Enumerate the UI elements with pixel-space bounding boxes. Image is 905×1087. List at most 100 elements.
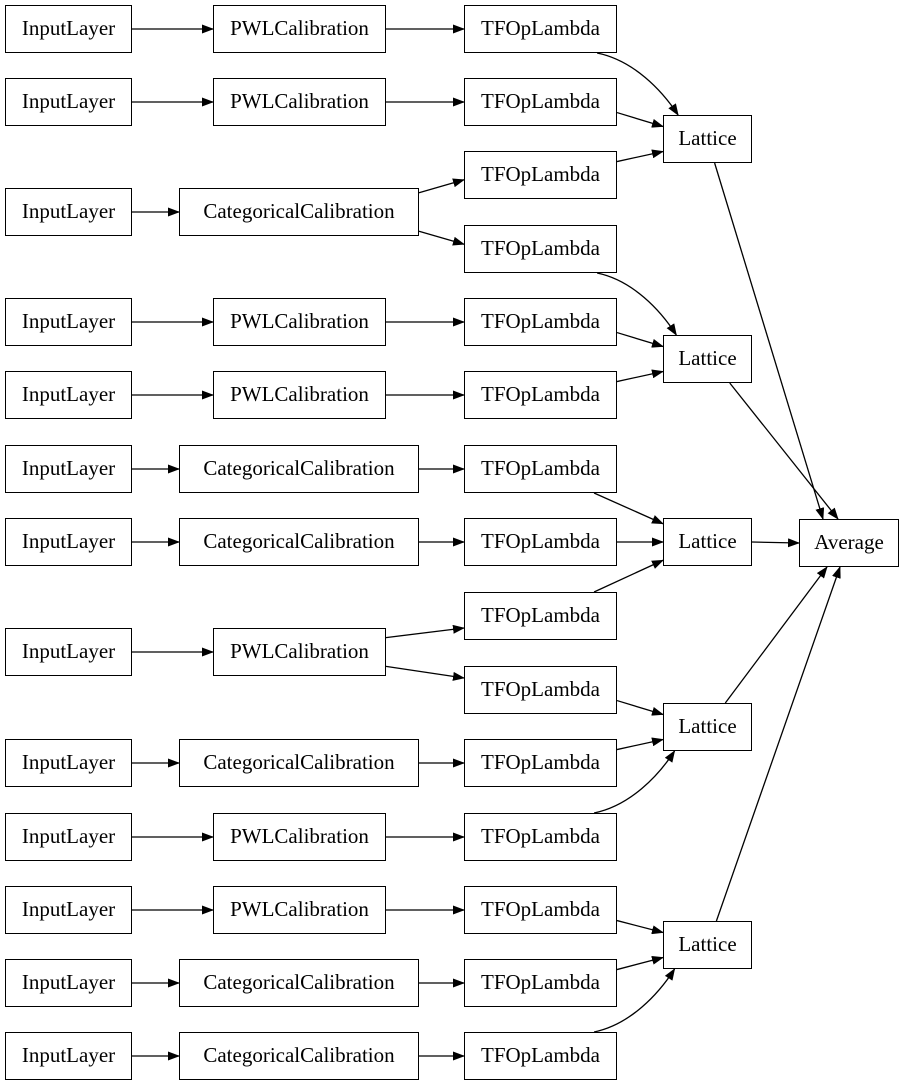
- node-label: PWLCalibration: [230, 308, 369, 333]
- edge-tf1-to-lat1: [596, 52, 679, 116]
- node-lattice-lat5: Lattice: [663, 921, 752, 969]
- node-label: InputLayer: [21, 308, 116, 333]
- node-label: InputLayer: [21, 381, 116, 406]
- node-label: TFOpLambda: [481, 528, 600, 553]
- node-label: TFOpLambda: [481, 88, 600, 113]
- node-inputlayer-in10: InputLayer: [5, 813, 132, 861]
- node-tfoplambda-tf12: TFOpLambda: [464, 813, 617, 861]
- node-label: PWLCalibration: [230, 823, 369, 848]
- node-label: CategoricalCalibration: [203, 528, 395, 553]
- node-label: Lattice: [678, 125, 737, 150]
- edge-lat5-to-avg: [715, 566, 841, 922]
- node-inputlayer-in6: InputLayer: [5, 445, 132, 493]
- edge-tf9-to-lat3: [593, 559, 664, 593]
- node-label: TFOpLambda: [481, 823, 600, 848]
- node-inputlayer-in4: InputLayer: [5, 298, 132, 346]
- node-label: InputLayer: [21, 198, 116, 223]
- edge-tf4-to-lat2: [596, 272, 677, 336]
- edge-tf7-to-lat3: [593, 492, 664, 525]
- edge-tf3-to-lat1: [616, 149, 664, 163]
- node-lattice-lat3: Lattice: [663, 518, 752, 566]
- node-tfoplambda-tf13: TFOpLambda: [464, 886, 617, 934]
- node-pwlcalibration-pwl2: PWLCalibration: [213, 78, 386, 126]
- edge-cat1-to-tf4: [418, 230, 465, 246]
- node-pwlcalibration-pwl3: PWLCalibration: [213, 298, 386, 346]
- node-inputlayer-in8: InputLayer: [5, 628, 132, 676]
- edge-tf13-to-lat5: [616, 919, 664, 935]
- node-pwlcalibration-pwl6: PWLCalibration: [213, 813, 386, 861]
- node-label: PWLCalibration: [230, 15, 369, 40]
- node-inputlayer-in1: InputLayer: [5, 5, 132, 53]
- node-tfoplambda-tf15: TFOpLambda: [464, 1032, 617, 1080]
- node-label: Lattice: [678, 931, 737, 956]
- node-tfoplambda-tf7: TFOpLambda: [464, 445, 617, 493]
- node-pwlcalibration-pwl5: PWLCalibration: [213, 628, 386, 676]
- node-label: Lattice: [678, 345, 737, 370]
- node-label: TFOpLambda: [481, 969, 600, 994]
- node-label: TFOpLambda: [481, 1042, 600, 1067]
- node-label: TFOpLambda: [481, 676, 600, 701]
- edge-pwl5-to-tf10: [385, 665, 465, 681]
- node-label: CategoricalCalibration: [203, 969, 395, 994]
- node-label: TFOpLambda: [481, 381, 600, 406]
- node-tfoplambda-tf4: TFOpLambda: [464, 225, 617, 273]
- node-tfoplambda-tf5: TFOpLambda: [464, 298, 617, 346]
- node-lattice-lat1: Lattice: [663, 115, 752, 163]
- node-label: Average: [814, 529, 884, 554]
- node-label: PWLCalibration: [230, 88, 369, 113]
- node-label: InputLayer: [21, 15, 116, 40]
- edge-lat4-to-avg: [724, 566, 828, 704]
- node-label: CategoricalCalibration: [203, 455, 395, 480]
- node-categoricalcalibration-cat5: CategoricalCalibration: [179, 959, 419, 1007]
- node-label: InputLayer: [21, 1042, 116, 1067]
- node-categoricalcalibration-cat3: CategoricalCalibration: [179, 518, 419, 566]
- edge-tf5-to-lat2: [616, 331, 664, 348]
- node-pwlcalibration-pwl4: PWLCalibration: [213, 371, 386, 419]
- node-label: PWLCalibration: [230, 638, 369, 663]
- node-label: InputLayer: [21, 969, 116, 994]
- node-label: TFOpLambda: [481, 308, 600, 333]
- node-label: PWLCalibration: [230, 381, 369, 406]
- node-tfoplambda-tf11: TFOpLambda: [464, 739, 617, 787]
- node-tfoplambda-tf10: TFOpLambda: [464, 666, 617, 714]
- node-tfoplambda-tf1: TFOpLambda: [464, 5, 617, 53]
- node-inputlayer-in2: InputLayer: [5, 78, 132, 126]
- edge-lat2-to-avg: [729, 382, 839, 520]
- node-inputlayer-in12: InputLayer: [5, 959, 132, 1007]
- node-inputlayer-in7: InputLayer: [5, 518, 132, 566]
- edge-lat3-to-avg: [751, 538, 800, 548]
- node-label: TFOpLambda: [481, 602, 600, 627]
- edge-tf15-to-lat5: [593, 968, 676, 1033]
- node-label: CategoricalCalibration: [203, 1042, 395, 1067]
- node-label: Lattice: [678, 713, 737, 738]
- node-label: TFOpLambda: [481, 749, 600, 774]
- node-categoricalcalibration-cat4: CategoricalCalibration: [179, 739, 419, 787]
- edge-tf12-to-lat4: [593, 750, 676, 814]
- node-label: InputLayer: [21, 455, 116, 480]
- node-pwlcalibration-pwl7: PWLCalibration: [213, 886, 386, 934]
- node-label: InputLayer: [21, 528, 116, 553]
- node-categoricalcalibration-cat6: CategoricalCalibration: [179, 1032, 419, 1080]
- node-label: InputLayer: [21, 638, 116, 663]
- node-label: Lattice: [678, 528, 737, 553]
- node-inputlayer-in3: InputLayer: [5, 188, 132, 236]
- edge-tf6-to-lat2: [616, 369, 664, 383]
- node-label: CategoricalCalibration: [203, 198, 395, 223]
- node-inputlayer-in9: InputLayer: [5, 739, 132, 787]
- node-label: TFOpLambda: [481, 161, 600, 186]
- node-label: PWLCalibration: [230, 896, 369, 921]
- node-inputlayer-in13: InputLayer: [5, 1032, 132, 1080]
- node-average-avg: Average: [799, 519, 899, 567]
- node-pwlcalibration-pwl1: PWLCalibration: [213, 5, 386, 53]
- edge-lat1-to-avg: [713, 162, 825, 520]
- node-label: TFOpLambda: [481, 235, 600, 260]
- node-inputlayer-in11: InputLayer: [5, 886, 132, 934]
- edge-tf2-to-lat1: [616, 111, 664, 128]
- edge-cat1-to-tf3: [418, 178, 465, 194]
- node-categoricalcalibration-cat2: CategoricalCalibration: [179, 445, 419, 493]
- node-tfoplambda-tf2: TFOpLambda: [464, 78, 617, 126]
- edge-tf10-to-lat4: [616, 699, 664, 716]
- edge-tf11-to-lat4: [616, 737, 664, 751]
- edge-tf14-to-lat5: [616, 955, 664, 971]
